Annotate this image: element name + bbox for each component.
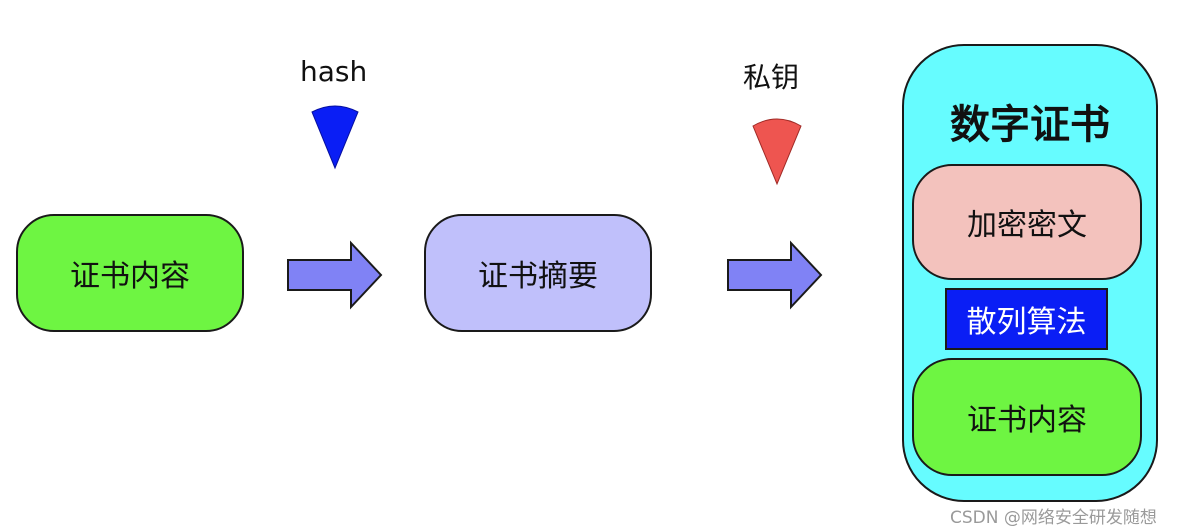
blue-wedge-icon — [311, 105, 359, 170]
certificate-digest-label: 证书摘要 — [478, 259, 598, 294]
encrypted-ciphertext-node: 加密密文 — [912, 164, 1142, 280]
red-wedge-icon — [752, 118, 802, 186]
certificate-content-inner-label: 证书内容 — [967, 403, 1087, 438]
encrypted-ciphertext-label: 加密密文 — [967, 208, 1087, 243]
watermark-text: CSDN @网络安全研发随想 — [950, 508, 1157, 528]
hash-algorithm-label: 散列算法 — [966, 305, 1087, 340]
hash-flow-arrow — [287, 240, 383, 310]
hash-label: hash — [300, 55, 368, 88]
certificate-content-node: 证书内容 — [16, 214, 244, 332]
certificate-content-inner-node: 证书内容 — [912, 358, 1142, 476]
private-key-label: 私钥 — [743, 61, 800, 94]
hash-algorithm-node: 散列算法 — [945, 288, 1108, 350]
digital-certificate-title: 数字证书 — [950, 102, 1110, 148]
private-key-flow-arrow — [727, 240, 823, 310]
certificate-digest-node: 证书摘要 — [424, 214, 652, 332]
certificate-content-label: 证书内容 — [70, 259, 190, 294]
